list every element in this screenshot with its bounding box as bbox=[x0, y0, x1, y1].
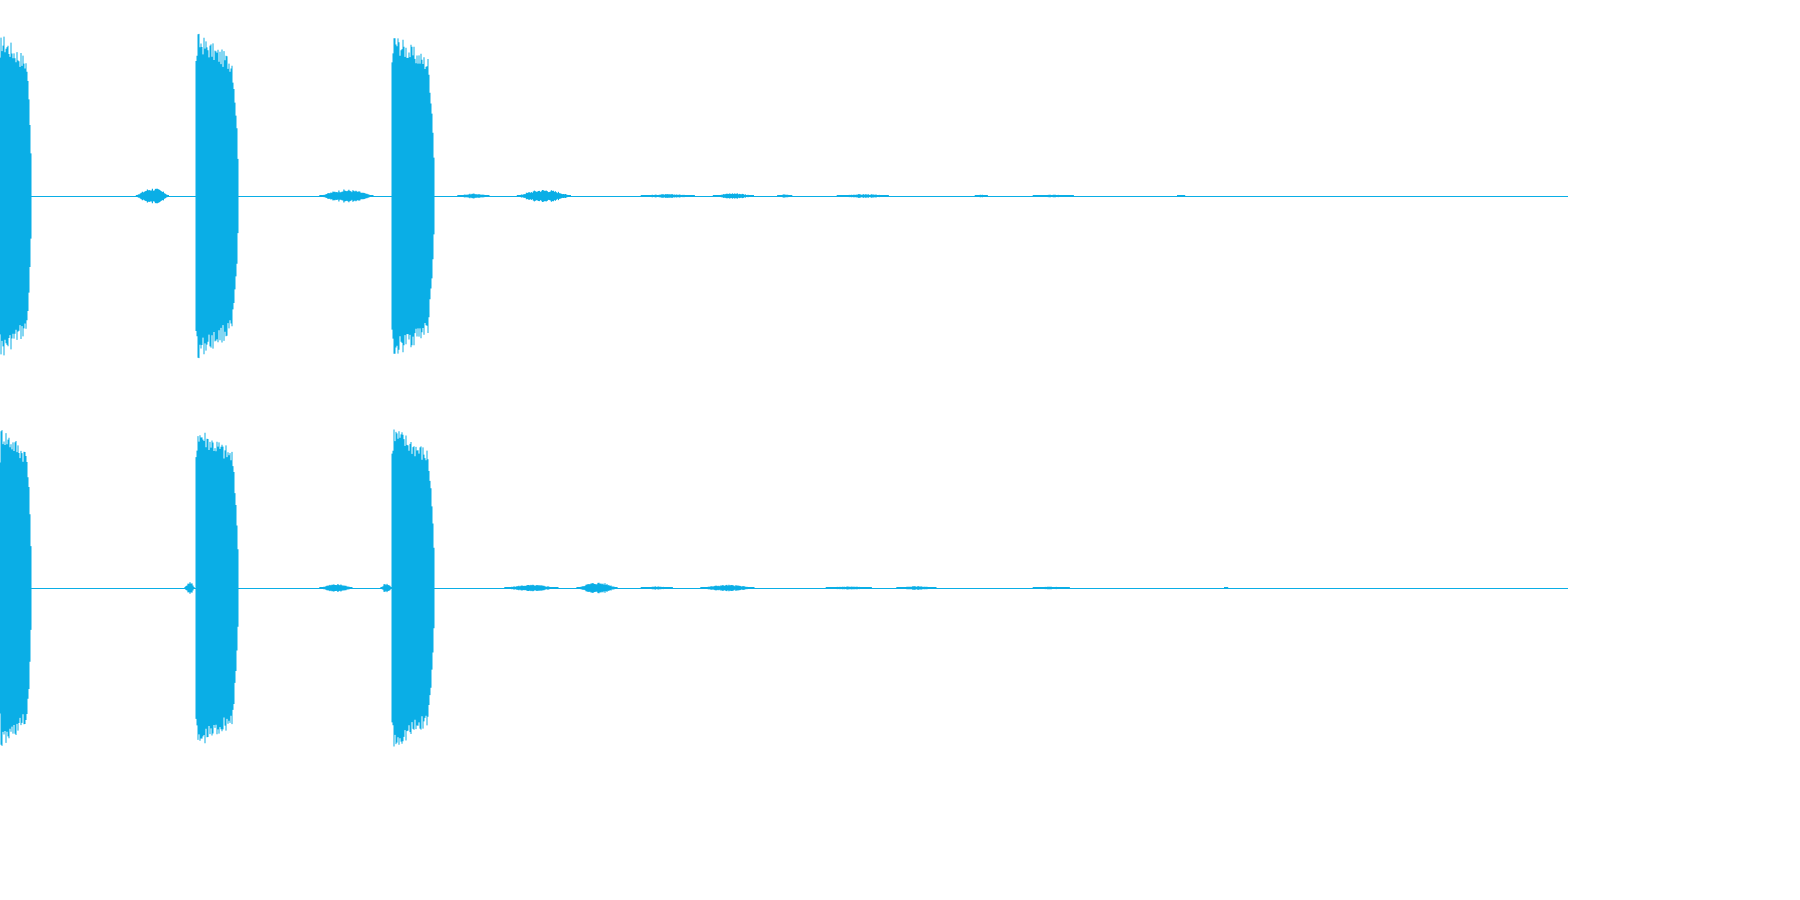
waveform-burst-path bbox=[184, 582, 195, 594]
waveform-burst bbox=[640, 194, 695, 198]
waveform-burst-core bbox=[0, 105, 29, 287]
waveform-burst-path bbox=[640, 194, 695, 198]
waveform-burst bbox=[777, 194, 793, 198]
waveform-burst-path bbox=[1224, 587, 1229, 589]
waveform-burst bbox=[576, 582, 618, 594]
waveform-burst bbox=[457, 193, 490, 199]
waveform-burst-path bbox=[712, 193, 754, 199]
waveform-burst-path bbox=[777, 194, 793, 198]
waveform-burst bbox=[195, 432, 239, 744]
waveform-burst bbox=[380, 583, 392, 593]
waveform-burst-core bbox=[392, 105, 431, 287]
waveform-burst-path bbox=[319, 189, 374, 203]
waveform-burst-path bbox=[380, 583, 392, 593]
waveform-burst-core bbox=[0, 497, 29, 679]
waveform-burst bbox=[504, 584, 559, 592]
waveform-burst bbox=[319, 189, 374, 203]
waveform-burst-core bbox=[196, 497, 235, 679]
waveform-burst-path bbox=[1032, 586, 1070, 590]
waveform-burst-path bbox=[576, 582, 618, 594]
waveform-burst-path bbox=[1032, 194, 1074, 198]
waveform-burst bbox=[1032, 586, 1070, 590]
waveform-burst bbox=[1224, 587, 1229, 589]
waveform-burst bbox=[391, 429, 435, 747]
waveform-burst bbox=[1177, 195, 1186, 197]
waveform-burst bbox=[825, 586, 872, 590]
waveform-burst-path bbox=[457, 193, 490, 199]
waveform-burst bbox=[896, 586, 937, 590]
waveform-burst bbox=[700, 584, 755, 592]
waveform-burst bbox=[0, 36, 32, 356]
waveform-burst bbox=[135, 188, 169, 204]
waveform-burst bbox=[712, 193, 754, 199]
waveform-burst bbox=[1032, 194, 1074, 198]
waveform-burst bbox=[195, 33, 239, 359]
waveform-burst bbox=[391, 38, 435, 354]
waveform-burst-core bbox=[196, 105, 235, 287]
waveform-burst-core bbox=[392, 497, 431, 679]
waveform-burst-path bbox=[640, 586, 673, 590]
waveform-burst bbox=[0, 430, 32, 746]
waveform-burst-path bbox=[700, 584, 755, 592]
channel-2 bbox=[0, 429, 1568, 747]
waveform-burst-path bbox=[896, 586, 937, 590]
waveform-burst bbox=[319, 584, 353, 592]
waveform-burst-path bbox=[1177, 195, 1186, 197]
waveform-burst bbox=[640, 586, 673, 590]
waveform-burst-path bbox=[825, 586, 872, 590]
waveform-burst bbox=[974, 194, 988, 198]
waveform-burst bbox=[836, 194, 889, 198]
waveform-burst bbox=[516, 190, 571, 202]
channel-1 bbox=[0, 33, 1568, 359]
waveform-burst-path bbox=[319, 584, 353, 592]
waveform-burst-path bbox=[974, 194, 988, 198]
waveform-burst bbox=[184, 582, 195, 594]
waveform-burst-path bbox=[135, 188, 169, 204]
waveform-burst-path bbox=[836, 194, 889, 198]
waveform-burst-path bbox=[516, 190, 571, 202]
waveform-burst-path bbox=[504, 584, 559, 592]
